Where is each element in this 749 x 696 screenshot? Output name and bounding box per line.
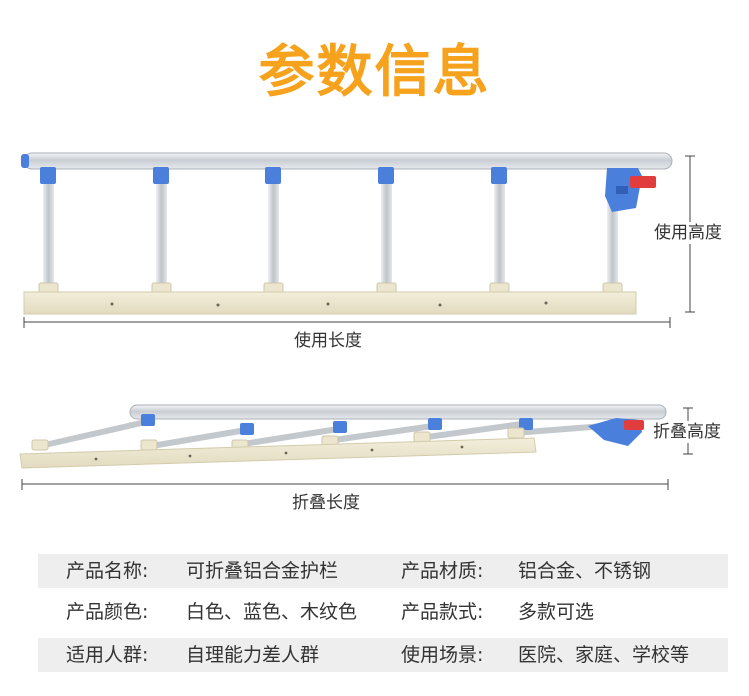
- page-title: 参数信息: [258, 40, 491, 105]
- use-length-dimension: [23, 317, 671, 328]
- use-length-label: 使用长度: [290, 330, 366, 352]
- spec-value: 铝合金、不锈钢: [518, 560, 652, 582]
- spec-row: 产品名称: 可折叠铝合金护栏 产品材质: 铝合金、不锈钢: [38, 554, 728, 588]
- blue-clips: [40, 167, 507, 184]
- spec-value: 白色、蓝色、木纹色: [186, 601, 358, 623]
- lock-mechanism: [605, 168, 656, 212]
- spec-label: 产品颜色:: [66, 601, 149, 623]
- spec-label: 产品材质:: [401, 560, 484, 582]
- spec-label: 适用人群:: [66, 644, 149, 666]
- spec-value: 医院、家庭、学校等: [518, 644, 690, 666]
- rail-posts: [43, 180, 618, 286]
- bed-rail-diagram: [19, 152, 695, 490]
- spec-label: 产品名称:: [66, 560, 149, 582]
- spec-row: 适用人群: 自理能力差人群 使用场景: 医院、家庭、学校等: [38, 638, 728, 672]
- use-height-label: 使用高度: [654, 222, 722, 244]
- spec-value: 可折叠铝合金护栏: [186, 560, 339, 582]
- spec-value: 自理能力差人群: [186, 644, 320, 666]
- spec-row: 产品颜色: 白色、蓝色、木纹色 产品款式: 多款可选: [38, 595, 728, 629]
- fold-length-label: 折叠长度: [288, 492, 364, 514]
- rail-folded: [19, 404, 667, 469]
- rail-upright: [21, 152, 673, 315]
- spec-label: 使用场景:: [401, 644, 484, 666]
- spec-label: 产品款式:: [401, 601, 484, 623]
- spec-value: 多款可选: [518, 601, 595, 623]
- fold-height-label: 折叠高度: [653, 421, 721, 443]
- fold-length-dimension: [21, 479, 669, 490]
